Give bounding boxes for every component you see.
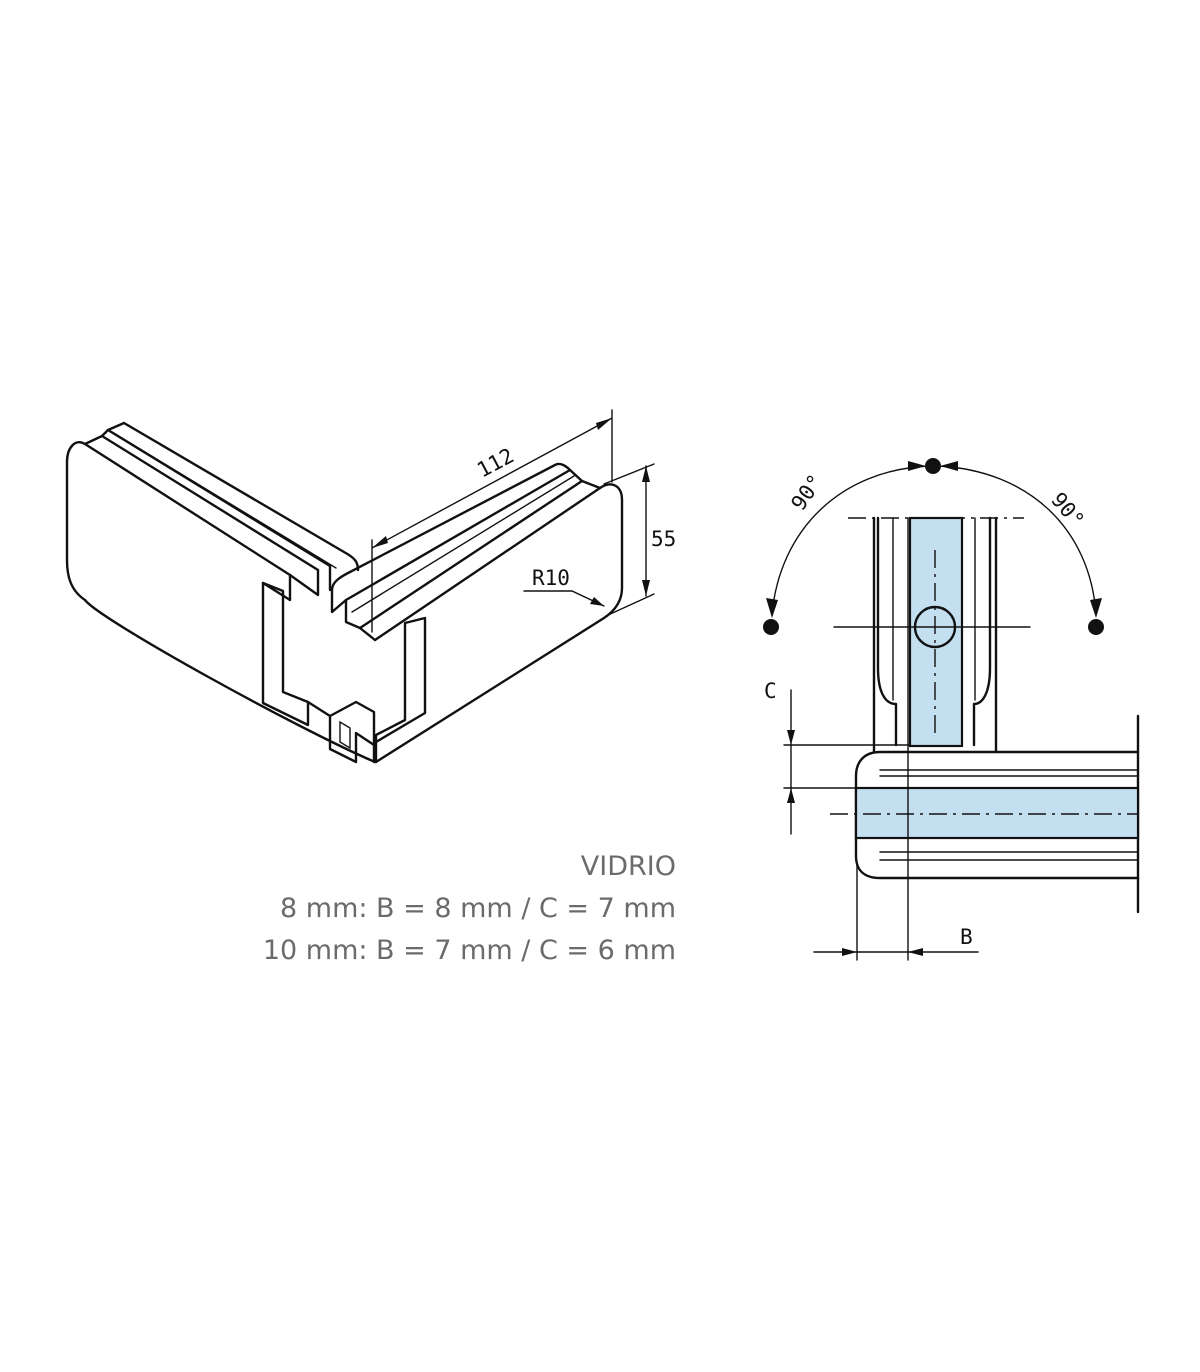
vertical-arm-outer [872, 516, 998, 754]
dim-112-label: 112 [473, 443, 518, 482]
dim-r10-label: R10 [532, 566, 570, 590]
left-plate-notch [261, 581, 310, 704]
dim-55-arrow-top [642, 466, 650, 482]
dim-55-extension-bottom [605, 593, 655, 617]
dim-55-label: 55 [651, 527, 676, 551]
corner-slot [328, 700, 376, 747]
spec-line-8mm: 8 mm: B = 8 mm / C = 7 mm [280, 893, 676, 924]
vertical-arm-inner [876, 516, 992, 747]
left-plate-groove [111, 431, 337, 569]
dim-r10-arrow [590, 597, 604, 606]
right-plate-groove [351, 475, 575, 613]
arc-arrow-top-left [908, 461, 926, 471]
angle-right-label: 90° [1046, 488, 1089, 532]
arc-arrow-right-bottom [1090, 598, 1102, 618]
left-plate-layer-3 [106, 421, 360, 572]
dim-c-arrow-bottom [787, 788, 795, 803]
dim-c-label: C [764, 679, 777, 703]
spec-line-10mm: 10 mm: B = 7 mm / C = 6 mm [262, 935, 676, 966]
dim-c-arrow-top [787, 730, 795, 745]
rotation-arc-right [936, 465, 1097, 615]
pivot-dot-right [1088, 619, 1104, 635]
rotation-arc-left [771, 465, 930, 615]
dim-112-line [371, 417, 613, 549]
clamp-section-view: 90° 90° C B [763, 458, 1140, 961]
dim-112-arrow-right [596, 418, 612, 430]
left-plate-layer-1 [83, 434, 320, 597]
horizontal-glass-panel [854, 786, 1140, 840]
glass-spec-block: VIDRIO 8 mm: B = 8 mm / C = 7 mm 10 mm: … [263, 846, 676, 972]
right-plate-front [373, 483, 624, 764]
left-plate-layer-2 [100, 428, 332, 592]
right-plate-layer-3 [330, 462, 572, 614]
dim-b-arrow-left [842, 948, 857, 956]
dim-b-label: B [960, 925, 973, 949]
right-plate-layer-1 [358, 479, 602, 642]
left-plate-front [65, 441, 377, 764]
pivot-dot-left [763, 619, 779, 635]
dim-b-arrow-right [908, 948, 923, 956]
dim-112-arrow-left [372, 536, 388, 548]
dim-55-arrow-bottom [642, 580, 650, 596]
arc-arrow-top-right [940, 461, 958, 471]
corner-slot-inner [339, 720, 351, 750]
pivot-dot-top [925, 458, 941, 474]
right-plate-layer-2 [344, 468, 584, 630]
clamp-isometric-view: 112 55 R10 [65, 409, 676, 764]
spec-heading: VIDRIO [580, 851, 676, 882]
arc-arrow-left-bottom [766, 598, 778, 618]
